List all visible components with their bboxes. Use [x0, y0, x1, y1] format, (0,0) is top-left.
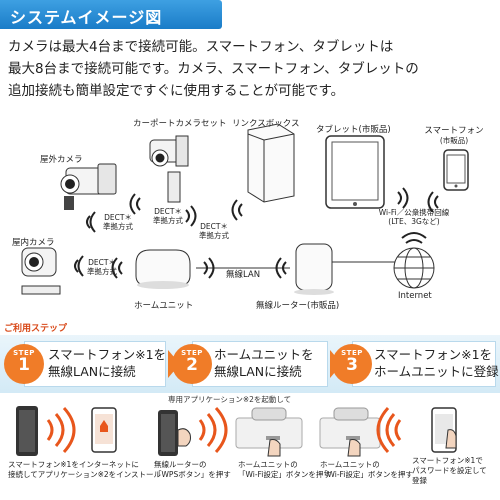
step-2-number: 2	[186, 355, 198, 375]
caption-wps-line1: 無線ルーターの	[154, 460, 207, 469]
step-1-box	[24, 341, 166, 387]
label-outdoor-camera: 屋外カメラ	[40, 155, 83, 165]
outdoor-camera-icon	[60, 163, 117, 210]
step3-hand-icon	[347, 439, 361, 457]
step-2-badge: STEP 2	[172, 344, 212, 384]
step-2-word: STEP	[181, 349, 203, 357]
caption-wifi-setting-2-line1: ホームユニットの	[320, 460, 380, 469]
app-launch-note: 専用アプリケーション※2を起動して	[168, 395, 292, 404]
internet-globe-icon	[393, 247, 435, 289]
step-3-text: スマートフォン※1を ホームユニットに登録	[374, 346, 499, 380]
label-dect-4: DECT＊ 準拠方式	[82, 258, 122, 276]
step-3-word: STEP	[341, 349, 363, 357]
intro-text: カメラは最大4台まで接続可能。スマートフォン、タブレットは 最大8台まで接続可能…	[8, 36, 496, 102]
step3-waves-icon	[376, 406, 402, 454]
label-dect-2: DECT＊ 準拠方式	[148, 207, 188, 225]
smartphone-icon	[443, 149, 469, 191]
label-wireless-lan: 無線LAN	[226, 270, 261, 280]
tablet-icon	[325, 135, 385, 209]
step-3-box	[352, 341, 496, 387]
caption-wifi-setting-1-line2: 「Wi-Fi設定」ボタンを押す	[238, 470, 331, 479]
step-2-text: ホームユニットを 無線LANに接続	[214, 346, 314, 380]
intro-line-3: 追加接続も簡単設定ですぐに使用することが可能です。	[8, 83, 345, 99]
step3-home-unit-icon	[319, 407, 381, 449]
label-smartphone-line1: スマートフォン	[424, 126, 484, 136]
step1-router-icon	[16, 406, 38, 456]
step-2-box	[192, 341, 328, 387]
label-indoor-camera: 屋内カメラ	[12, 238, 55, 248]
caption-register-line3: 登録	[412, 476, 427, 485]
step-1-badge: STEP 1	[4, 344, 44, 384]
caption-wifi-setting-1-line1: ホームユニットの	[238, 460, 298, 469]
caption-wifi-setting-2: ホームユニットの 「Wi-Fi設定」ボタンを押す	[320, 460, 413, 480]
caption-wifi-setting-1: ホームユニットの 「Wi-Fi設定」ボタンを押す	[238, 460, 331, 480]
label-smartphone: スマートフォン (市販品)	[424, 124, 484, 145]
step-1-line1: スマートフォン※1を	[48, 347, 167, 362]
label-dect-1-a: DECT＊	[104, 213, 132, 222]
signal-waves-icon	[74, 187, 439, 279]
steps-title: ご利用ステップ	[4, 324, 68, 334]
home-unit-icon	[135, 249, 191, 289]
intro-line-1: カメラは最大4台まで接続可能。スマートフォン、タブレットは	[8, 39, 394, 55]
step3-phone-icon	[431, 407, 457, 453]
step2-waves-icon	[198, 406, 228, 454]
label-home-unit: ホームユニット	[134, 301, 194, 311]
label-dect-2-b: 準拠方式	[153, 216, 183, 225]
label-smartphone-line2: (市販品)	[439, 136, 469, 145]
step1-waves-icon	[46, 406, 76, 454]
step-3-line2: ホームユニットに登録	[374, 364, 499, 379]
step-3-badge: STEP 3	[332, 344, 372, 384]
router-icon	[294, 243, 334, 295]
step2-home-unit-icon	[235, 407, 303, 449]
label-dect-1: DECT＊ 準拠方式	[98, 213, 138, 231]
label-dect-4-b: 準拠方式	[87, 267, 117, 276]
label-dect-2-a: DECT＊	[154, 207, 182, 216]
caption-wifi-setting-2-line2: 「Wi-Fi設定」ボタンを押す	[320, 470, 413, 479]
label-wifi: Wi-Fi／公衆携帯回線 (LTE、3Gなど)	[364, 208, 464, 226]
step-3-number: 3	[346, 355, 358, 375]
step-1-line2: 無線LANに接続	[48, 364, 136, 379]
label-wifi-line1: Wi-Fi／公衆携帯回線	[378, 208, 450, 217]
step-2-line2: 無線LANに接続	[214, 364, 302, 379]
step2-router-icon	[158, 410, 178, 456]
label-internet: Internet	[398, 291, 432, 301]
step2-hand2-icon	[267, 439, 281, 457]
step-2-line1: ホームユニットを	[214, 347, 314, 362]
system-diagram	[21, 123, 469, 295]
label-link-box: リンクスボックス	[232, 119, 300, 129]
caption-register-line2: パスワードを設定して	[412, 466, 487, 475]
caption-wps-line2: 「WPSボタン」を押す	[154, 470, 231, 479]
router-internet-line	[331, 261, 400, 265]
caption-wps: 無線ルーターの 「WPSボタン」を押す	[154, 460, 231, 480]
section-title: システムイメージ図	[10, 8, 163, 27]
label-carport-camera: カーポートカメラセット	[133, 119, 227, 129]
carport-camera-icon	[149, 135, 189, 203]
label-dect-1-b: 準拠方式	[103, 222, 133, 231]
caption-step1-line2: 接続してアプリケーション※2をインストール	[8, 470, 162, 479]
label-dect-3-a: DECT＊	[200, 222, 228, 231]
label-tablet: タブレット(市販品)	[316, 125, 391, 135]
caption-step1: スマートフォン※1をインターネットに 接続してアプリケーション※2をインストール	[8, 460, 161, 480]
step1-phone-icon	[91, 407, 117, 453]
step-1-text: スマートフォン※1を 無線LANに接続	[48, 346, 166, 380]
label-dect-3: DECT＊ 準拠方式	[194, 222, 234, 240]
label-dect-4-a: DECT＊	[88, 258, 116, 267]
step-1-number: 1	[18, 355, 30, 375]
indoor-camera-icon	[21, 247, 61, 295]
label-router: 無線ルーター(市販品)	[256, 301, 340, 311]
label-dect-3-b: 準拠方式	[199, 231, 229, 240]
intro-line-2: 最大8台まで接続可能です。カメラ、スマートフォン、タブレットの	[8, 61, 419, 77]
step-1-word: STEP	[13, 349, 35, 357]
steps-illustrations	[16, 406, 457, 457]
link-box-icon	[247, 123, 295, 203]
caption-register-line1: スマートフォン※1で	[412, 456, 483, 465]
caption-register: スマートフォン※1で パスワードを設定して 登録	[412, 456, 487, 486]
step-3-line1: スマートフォン※1を	[374, 347, 493, 362]
label-wifi-line2: (LTE、3Gなど)	[388, 217, 440, 226]
section-header: システムイメージ図	[0, 0, 222, 29]
step2-hand-icon	[177, 428, 191, 447]
caption-step1-line1: スマートフォン※1をインターネットに	[8, 460, 139, 469]
